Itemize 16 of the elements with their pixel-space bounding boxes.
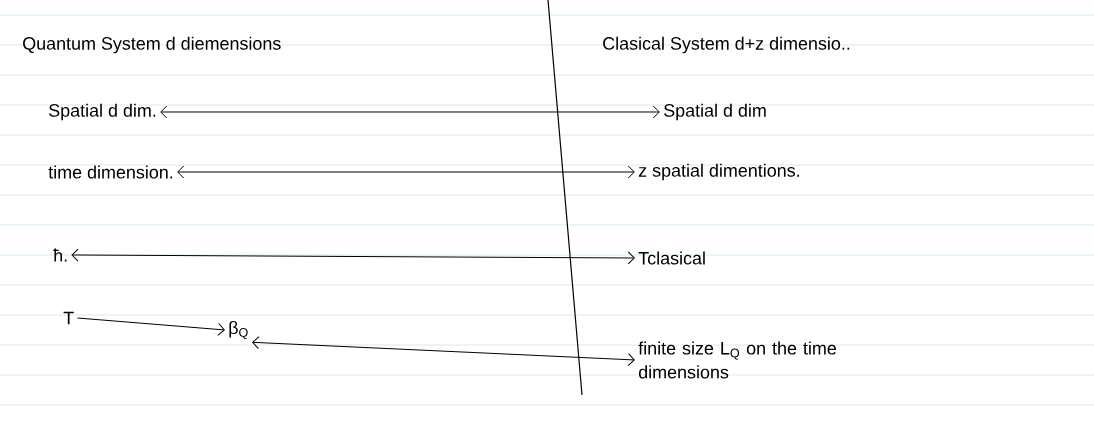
handwritten-note: ħ. bbox=[53, 248, 67, 262]
handwritten-note: Tclasical bbox=[638, 251, 705, 265]
handwritten-note: Spatial d dim. bbox=[49, 103, 156, 121]
heading: Clasical System d+z dimensio.. bbox=[603, 36, 850, 54]
handwritten-note: time dimension. bbox=[48, 165, 173, 179]
handwritten-note: Spatial d dim bbox=[664, 103, 766, 121]
heading: Quantum System d diemensions bbox=[23, 36, 281, 54]
handwritten-note: β$_{Q}$ bbox=[229, 320, 248, 340]
handwritten-note: finite size L$_{Q}$ on the time dimensions bbox=[638, 341, 836, 379]
arrow bbox=[160, 105, 660, 119]
arrow bbox=[76, 317, 225, 336]
arrow bbox=[252, 336, 635, 367]
handwritten-note: z spatial dimentions. bbox=[638, 163, 799, 181]
handwritten-note: T bbox=[63, 311, 74, 325]
arrow bbox=[177, 165, 635, 179]
arrow bbox=[71, 248, 635, 265]
